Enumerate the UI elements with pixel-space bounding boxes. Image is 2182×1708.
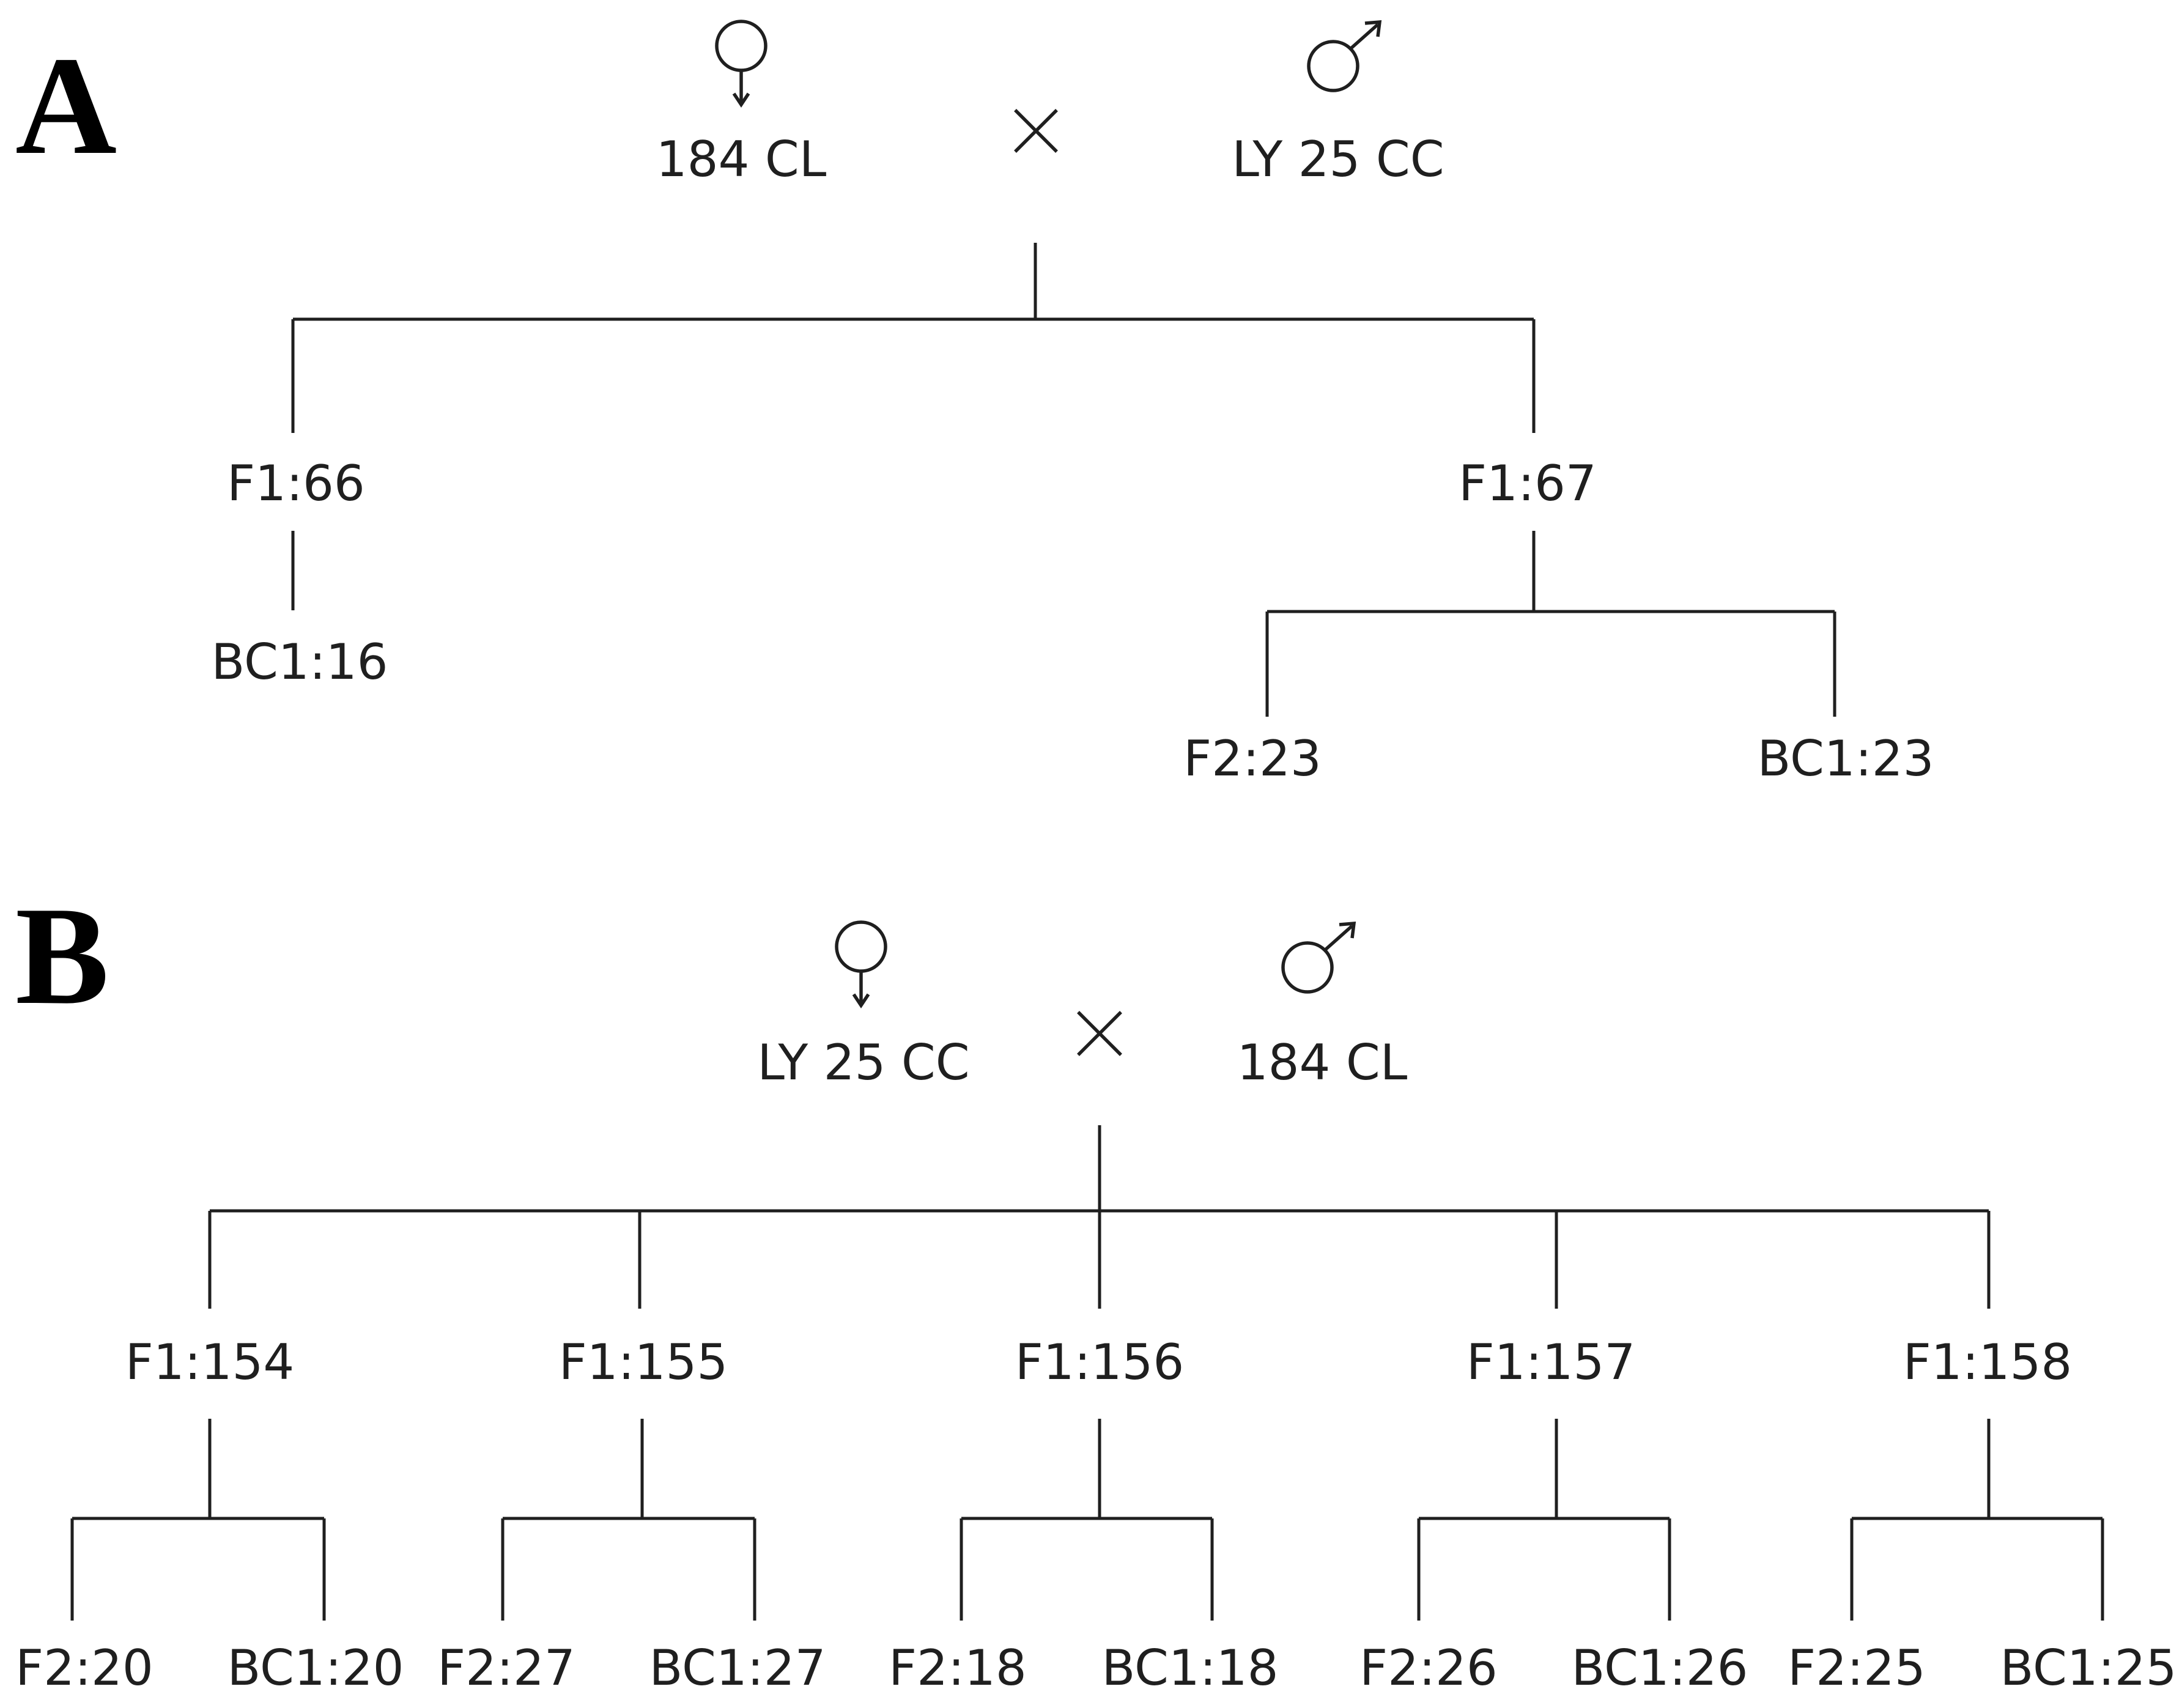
- male-symbol-icon: [1307, 20, 1382, 92]
- f1-node: F1:158: [1903, 1334, 2073, 1391]
- female-symbol-icon: [835, 920, 887, 1008]
- bc1-node: BC1:26: [1572, 1640, 1748, 1696]
- f1-node: F1:156: [1015, 1334, 1185, 1391]
- female-parent-label: 184 CL: [656, 131, 827, 188]
- bc1-node: BC1:23: [1758, 730, 1934, 787]
- cross-icon: [1077, 1011, 1122, 1056]
- panel-a: A 184 CL LY 25 CC: [15, 20, 1934, 787]
- male-symbol-icon: [1281, 921, 1356, 994]
- f1-node: F1:154: [125, 1334, 295, 1391]
- bc1-node: BC1:25: [2000, 1640, 2177, 1696]
- panel-a-connectors: [291, 243, 1836, 717]
- f2-node: F2:27: [437, 1640, 575, 1696]
- f2-node: F2:20: [15, 1640, 153, 1696]
- f1-node: F1:157: [1466, 1334, 1636, 1391]
- panel-b-letter: B: [15, 878, 109, 1033]
- f1-node: F1:155: [559, 1334, 728, 1391]
- f1-node: F1:66: [227, 455, 365, 512]
- female-parent-label: LY 25 CC: [757, 1034, 969, 1091]
- f1-node: F1:67: [1459, 455, 1597, 512]
- female-symbol-icon: [715, 20, 767, 108]
- f2-node: F2:25: [1788, 1640, 1926, 1696]
- panel-b: B LY 25 CC 184 CL: [15, 878, 2176, 1696]
- male-parent-label: 184 CL: [1237, 1034, 1408, 1091]
- bc1-node: BC1:16: [212, 634, 388, 690]
- cross-icon: [1014, 109, 1058, 153]
- panel-b-connectors: [70, 1125, 2104, 1621]
- bc1-node: BC1:27: [649, 1640, 826, 1696]
- f2-node: F2:23: [1183, 730, 1322, 787]
- f2-node: F2:18: [889, 1640, 1027, 1696]
- f2-node: F2:26: [1359, 1640, 1498, 1696]
- bc1-node: BC1:18: [1102, 1640, 1279, 1696]
- bc1-node: BC1:20: [227, 1640, 404, 1696]
- panel-a-letter: A: [15, 28, 117, 183]
- male-parent-label: LY 25 CC: [1232, 131, 1444, 188]
